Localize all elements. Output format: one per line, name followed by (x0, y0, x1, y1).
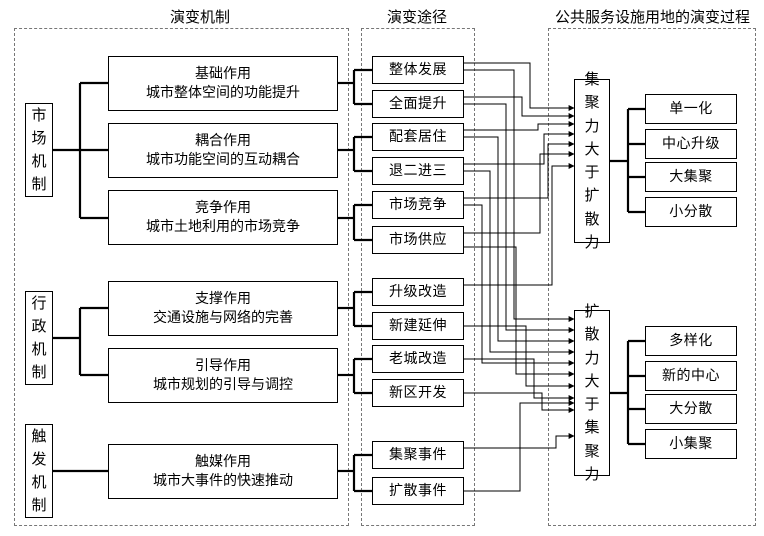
mechanism-title: 耦合作用 (195, 132, 251, 149)
trigger-mechanism-label: 触 发 机 制 (25, 424, 53, 518)
administrative-mechanism-label: 行 政 机 制 (25, 291, 53, 385)
market-mechanism-label: 市 场 机 制 (25, 103, 53, 197)
path-box: 新建延伸 (372, 312, 464, 340)
header-mechanism: 演变机制 (169, 8, 230, 26)
mechanism-title: 引导作用 (195, 357, 251, 374)
process-char: 聚 (584, 441, 600, 460)
mechanism-title: 触媒作用 (195, 453, 251, 470)
mechanism-box-support: 支撑作用 交通设施与网络的完善 (108, 281, 338, 336)
path-box: 新区开发 (372, 379, 464, 407)
mechanism-desc: 城市整体空间的功能提升 (146, 84, 300, 101)
process-char: 散 (584, 209, 600, 228)
market-mechanism-char: 市 (31, 105, 47, 124)
flow-arrow (464, 103, 575, 333)
trigger-mechanism-char: 制 (31, 496, 47, 515)
header-path: 演变途径 (386, 8, 447, 26)
mechanism-desc: 城市土地利用的市场竞争 (146, 218, 300, 235)
flow-arrow (464, 62, 575, 111)
process-char: 大 (584, 139, 600, 158)
flow-arrow (464, 136, 575, 344)
administrative-mechanism-char: 行 (31, 293, 47, 312)
flow-arrow (464, 204, 575, 366)
result-box: 大集聚 (645, 162, 737, 192)
path-box: 全面提升 (372, 90, 464, 118)
path-box: 整体发展 (372, 56, 464, 84)
mechanism-desc: 城市规划的引导与调控 (153, 376, 293, 393)
process-char: 力 (584, 464, 600, 483)
flow-arrow (464, 170, 575, 355)
process-char: 力 (584, 232, 600, 251)
administrative-mechanism-char: 政 (31, 316, 47, 335)
flow-arrow (464, 400, 575, 492)
path-box: 扩散事件 (372, 477, 464, 505)
flow-arrow (464, 69, 575, 322)
process-char: 集 (584, 418, 600, 437)
trigger-mechanism-char: 发 (31, 449, 47, 468)
flow-arrow (464, 358, 575, 401)
flow-arrow (464, 96, 575, 119)
market-mechanism-char: 机 (31, 152, 47, 170)
result-box: 小集聚 (645, 429, 737, 459)
flow-arrow (464, 121, 575, 131)
mechanism-title: 基础作用 (195, 65, 251, 82)
mechanism-box-competition: 竞争作用 城市土地利用的市场竞争 (108, 190, 338, 245)
administrative-mechanism-char: 制 (31, 363, 47, 382)
header-process: 公共服务设施用地的演变过程 (554, 8, 750, 26)
process-char: 扩 (584, 186, 600, 205)
mechanism-box-foundation: 基础作用 城市整体空间的功能提升 (108, 56, 338, 111)
path-box: 市场供应 (372, 226, 464, 254)
flow-arrow (464, 163, 575, 286)
mechanism-box-catalyst: 触媒作用 城市大事件的快速推动 (108, 444, 338, 499)
process-char: 力 (584, 116, 600, 135)
trigger-mechanism-char: 机 (31, 473, 47, 491)
flow-arrow (464, 325, 575, 389)
market-mechanism-char: 场 (31, 128, 47, 147)
mechanism-panel (14, 28, 349, 526)
mechanism-title: 支撑作用 (195, 290, 251, 307)
agglomeration-process-box: 集 聚 力 大 于 扩 散 力 (574, 70, 610, 251)
result-box: 新的中心 (645, 361, 737, 391)
process-char: 集 (584, 70, 600, 88)
mechanism-title: 竞争作用 (195, 199, 251, 216)
trigger-mechanism-char: 触 (31, 426, 47, 445)
path-box: 老城改造 (372, 345, 464, 373)
mechanism-desc: 城市大事件的快速推动 (153, 472, 293, 489)
path-box: 集聚事件 (372, 441, 464, 469)
result-box: 多样化 (645, 326, 737, 356)
flow-arrow (464, 433, 575, 449)
flow-arrow (464, 151, 575, 234)
result-box: 中心升级 (645, 129, 737, 159)
process-char: 于 (584, 163, 600, 181)
administrative-mechanism-char: 机 (31, 340, 47, 358)
flow-arrow (464, 131, 575, 165)
process-panel (548, 28, 756, 526)
mechanism-desc: 交通设施与网络的完善 (153, 309, 293, 326)
result-box: 单一化 (645, 94, 737, 124)
process-char: 散 (584, 325, 600, 344)
process-char: 于 (584, 395, 600, 413)
process-char: 大 (584, 371, 600, 390)
result-box: 大分散 (645, 394, 737, 424)
flow-arrow (464, 392, 575, 413)
mechanism-desc: 城市功能空间的互动耦合 (146, 151, 300, 168)
process-char: 聚 (584, 93, 600, 112)
diffusion-process-box: 扩 散 力 大 于 集 聚 力 (574, 302, 610, 483)
process-char: 力 (584, 348, 600, 367)
market-mechanism-char: 制 (31, 175, 47, 194)
mechanism-box-coupling: 耦合作用 城市功能空间的互动耦合 (108, 123, 338, 178)
process-char: 扩 (584, 302, 600, 320)
mechanism-box-guidance: 引导作用 城市规划的引导与调控 (108, 348, 338, 403)
path-panel (361, 28, 475, 526)
result-box: 小分散 (645, 197, 737, 227)
flow-arrow (464, 246, 575, 377)
path-box: 退二进三 (372, 157, 464, 185)
path-box: 配套居住 (372, 123, 464, 151)
path-box: 市场竞争 (372, 191, 464, 219)
path-box: 升级改造 (372, 278, 464, 306)
